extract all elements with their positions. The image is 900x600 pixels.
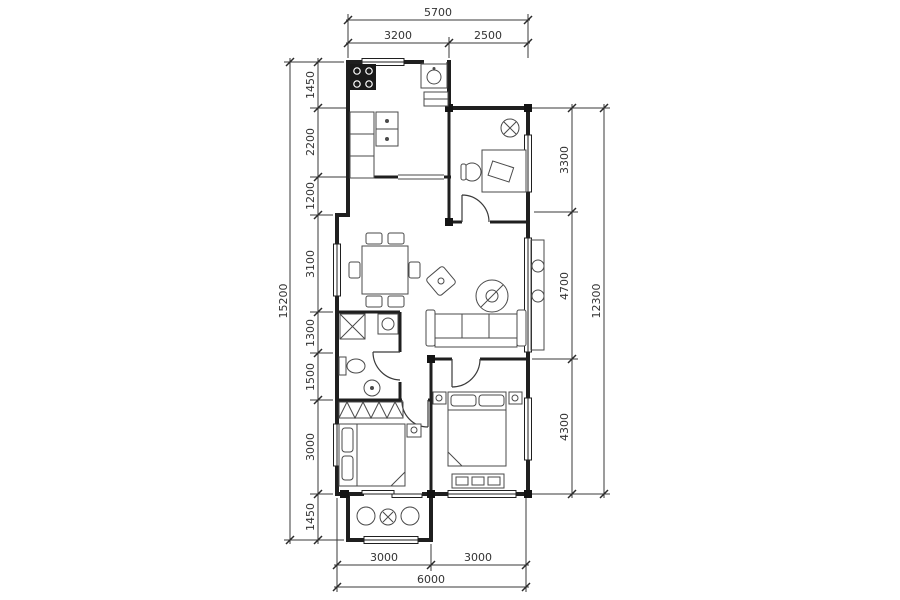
dim-left-total: 15200 xyxy=(277,284,290,319)
stove-burners-icon xyxy=(353,67,373,88)
laptop-icon xyxy=(487,160,515,183)
kitchen-sink-icon xyxy=(420,63,448,89)
study xyxy=(460,118,527,193)
desk-icon xyxy=(481,149,527,193)
master-bedroom xyxy=(432,391,523,489)
living-room xyxy=(425,239,545,351)
dim-left-seg-1: 1450 xyxy=(304,71,317,99)
master-nightstand-right-icon xyxy=(508,391,523,405)
bathroom-sink-icon xyxy=(363,379,381,397)
balcony xyxy=(356,506,420,526)
dim-left-seg-8: 1450 xyxy=(304,503,317,531)
dim-right-seg-3: 4300 xyxy=(558,413,571,441)
bed-icon xyxy=(338,423,406,487)
toilet-icon xyxy=(338,356,366,376)
structural-columns xyxy=(340,104,532,498)
armchair-icon xyxy=(426,266,456,296)
dining-chairs-icon xyxy=(348,232,421,308)
dim-right-seg-2: 4700 xyxy=(558,272,571,300)
kitchen-sliding-door-icon xyxy=(398,174,444,180)
fridge-icon xyxy=(375,111,399,147)
dim-bottom-seg-1: 3000 xyxy=(370,551,398,564)
master-bottom-window-icon xyxy=(447,490,517,498)
dim-left-seg-4: 3100 xyxy=(304,250,317,278)
master-nightstand-left-icon xyxy=(432,391,447,405)
bedroom xyxy=(338,400,422,487)
dimension-ticks xyxy=(285,15,609,592)
dim-right-seg-1: 3300 xyxy=(558,146,571,174)
balcony-window-icon xyxy=(363,536,419,544)
dim-left-seg-5: 1300 xyxy=(304,319,317,347)
kitchen-counter-icon xyxy=(349,111,375,179)
master-bed-icon xyxy=(447,391,507,467)
dimension-lines: 5700 3200 2500 15200 1450 2200 1200 3100… xyxy=(277,6,610,592)
sofa-icon xyxy=(425,309,527,348)
dim-bottom-total: 6000 xyxy=(417,573,445,586)
bedroom-door-icon xyxy=(401,399,429,428)
desk-chair-icon xyxy=(460,162,482,182)
dim-left-seg-3: 1200 xyxy=(304,182,317,210)
dim-left-seg-2: 2200 xyxy=(304,128,317,156)
dim-top-seg-2: 2500 xyxy=(474,29,502,42)
coffee-table-icon xyxy=(475,279,509,313)
dim-top-total: 5700 xyxy=(424,6,452,19)
kitchen xyxy=(349,63,449,179)
dim-left-seg-7: 3000 xyxy=(304,433,317,461)
washing-machine-icon xyxy=(377,313,399,335)
bathroom-door-icon xyxy=(372,351,401,381)
dim-top-seg-1: 3200 xyxy=(384,29,412,42)
dining-table-icon xyxy=(361,245,409,295)
dim-right-total: 12300 xyxy=(590,284,603,319)
balcony-sliding-door-icon xyxy=(361,490,423,498)
ceiling-lamp-icon xyxy=(500,118,520,138)
dining-window-icon xyxy=(333,243,341,297)
master-door-icon xyxy=(451,358,481,388)
shower-icon xyxy=(339,313,366,340)
balcony-table-icon xyxy=(379,508,397,526)
dim-left-seg-6: 1500 xyxy=(304,363,317,391)
entry-cabinet-icon xyxy=(423,91,449,107)
nightstand-icon xyxy=(406,423,422,438)
balcony-chair-left-icon xyxy=(356,506,376,526)
wardrobe-icon xyxy=(338,400,404,420)
bathroom xyxy=(338,313,399,397)
bay-seat-icon xyxy=(530,239,545,351)
master-side-window-icon xyxy=(524,397,532,461)
dim-bottom-seg-2: 3000 xyxy=(464,551,492,564)
balcony-chair-right-icon xyxy=(400,506,420,526)
kitchen-window-icon xyxy=(361,58,405,66)
windows xyxy=(333,58,532,544)
dining-area xyxy=(348,232,421,308)
bench-icon xyxy=(451,473,505,489)
study-door-icon xyxy=(461,194,490,223)
